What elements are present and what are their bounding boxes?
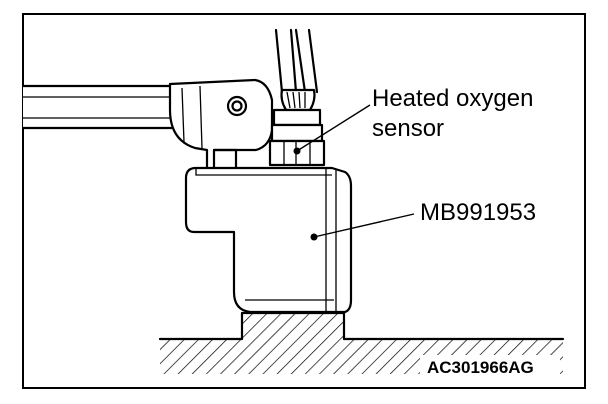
sensor-leader-line	[296, 104, 371, 152]
figure-code: AC301966AG	[427, 358, 534, 377]
sensor-label-line2: sensor	[372, 115, 444, 142]
tool-leader-line	[313, 213, 415, 238]
ratchet-head	[168, 78, 274, 174]
wire-boot	[280, 88, 316, 112]
ratchet-pivot	[226, 95, 248, 117]
ratchet-handle	[23, 84, 185, 130]
socket-tool	[184, 166, 353, 314]
sensor-harness-wires	[274, 28, 319, 94]
oxygen-sensor-body	[268, 108, 326, 167]
figure-frame	[22, 13, 586, 389]
sensor-label-line1: Heated oxygen	[372, 85, 533, 112]
tool-label: MB991953	[420, 199, 536, 226]
